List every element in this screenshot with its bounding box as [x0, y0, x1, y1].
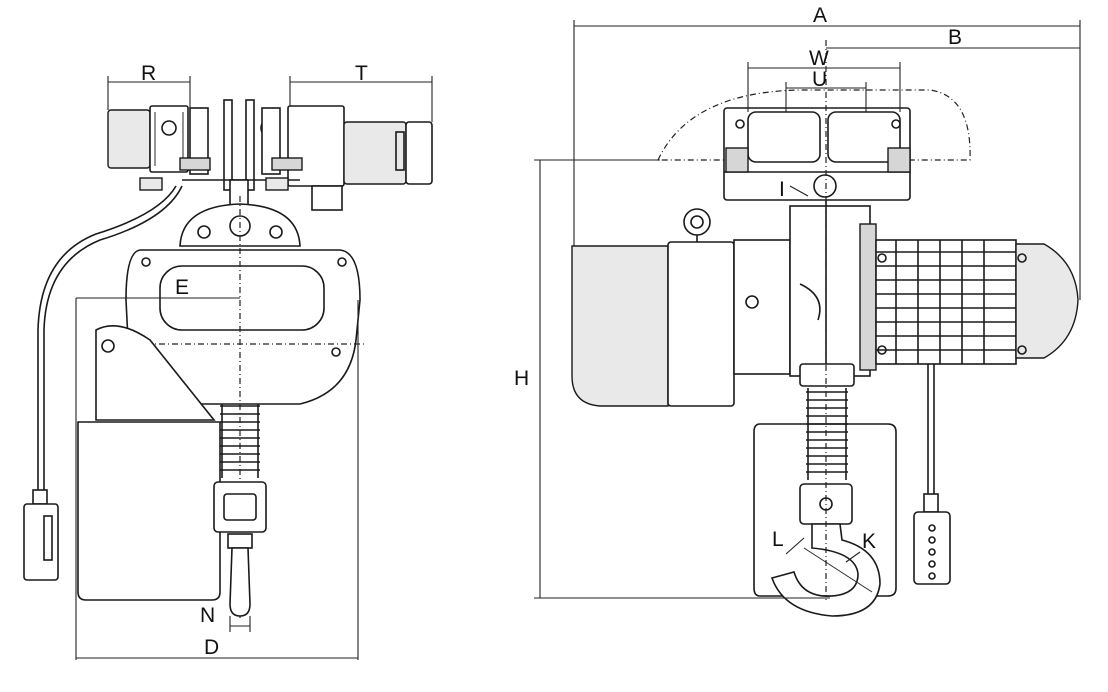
chain-bag — [77, 324, 221, 601]
label-T: T — [355, 62, 368, 85]
left-trolley-motor — [107, 105, 189, 173]
side-view: A B W U I H L K — [514, 4, 1081, 617]
pendant-control-left — [23, 185, 183, 581]
label-A: A — [813, 4, 827, 27]
trolley-frame — [139, 99, 303, 221]
label-U: U — [812, 68, 827, 91]
label-K: K — [862, 530, 876, 553]
finned-motor — [875, 239, 1079, 365]
gear-housing — [571, 205, 877, 407]
label-R: R — [141, 62, 156, 85]
front-view: R T E N D — [23, 62, 433, 660]
eye-bolt — [683, 208, 711, 246]
front-view-dimensions — [75, 76, 433, 660]
right-trolley-motor — [260, 105, 433, 211]
label-B: B — [948, 26, 962, 49]
beam-outline — [657, 89, 971, 161]
load-chain — [213, 404, 267, 617]
label-D: D — [204, 636, 219, 659]
label-L: L — [772, 528, 784, 551]
hoist-body — [120, 196, 366, 620]
trolley-side — [723, 107, 911, 212]
pendant-control-right — [913, 364, 951, 585]
side-view-dimensions — [534, 20, 1081, 599]
label-N: N — [200, 604, 215, 627]
label-H: H — [514, 367, 529, 390]
label-E: E — [175, 276, 189, 299]
label-I: I — [779, 178, 785, 201]
label-W: W — [809, 47, 829, 70]
